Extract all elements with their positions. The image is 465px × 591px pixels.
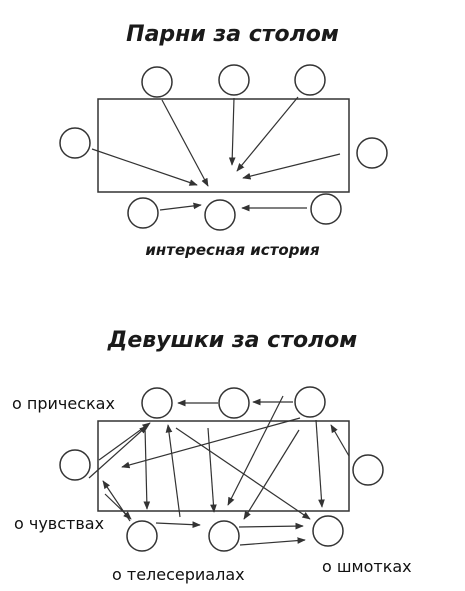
arrow-boy-top-left-to-storyteller	[161, 99, 209, 187]
table-girls	[97, 420, 350, 512]
arrow-girl-15	[104, 493, 132, 520]
title-girls-at-table: Девушки за столом	[107, 328, 358, 353]
label-clothes: о шмотках	[322, 557, 412, 576]
arrow-girl-10	[243, 429, 300, 520]
diagram-girls	[59, 386, 384, 552]
caption-interesting-story: интересная история	[145, 241, 320, 259]
person-boy-left	[59, 127, 91, 159]
person-girl-top-right	[294, 386, 326, 418]
arrow-girl-4	[227, 395, 284, 506]
arrow-girl-13	[143, 426, 151, 510]
person-boy-top-left	[141, 66, 173, 98]
arrow-girl-7	[207, 427, 217, 513]
person-girl-bottom-middle	[208, 520, 240, 552]
person-girl-top-left	[141, 387, 173, 419]
arrow-girl-11	[88, 425, 148, 479]
arrow-boy-bottom-left-to-storyteller	[159, 202, 202, 211]
arrow-girl-18	[239, 537, 306, 546]
person-girl-bottom-right	[312, 515, 344, 547]
diagram-boys	[59, 64, 388, 231]
arrow-girl-6	[330, 424, 350, 457]
person-boy-bottom-left	[127, 197, 159, 229]
title-boys-at-table: Парни за столом	[126, 22, 339, 47]
arrow-boy-right-to-storyteller	[242, 153, 341, 180]
arrow-girl-5	[315, 419, 325, 508]
arrow-girl-16	[155, 521, 201, 529]
arrow-girl-12	[98, 422, 151, 461]
person-boy-top-right	[294, 64, 326, 96]
person-girl-top-middle	[218, 387, 250, 419]
label-feelings: о чувствах	[14, 514, 105, 533]
arrow-boy-top-right-to-storyteller	[236, 96, 299, 172]
arrow-boy-left-to-storyteller	[91, 148, 198, 186]
table-boys	[97, 98, 350, 193]
arrow-girl-8	[165, 424, 181, 518]
person-boy-top-middle	[218, 64, 250, 96]
person-boy-right	[356, 137, 388, 169]
arrow-girl-3	[121, 417, 301, 469]
person-boy-storyteller	[204, 199, 236, 231]
arrow-girl-14	[102, 480, 131, 522]
arrow-girl-9	[175, 427, 311, 520]
label-hairstyles: о прическах	[12, 394, 115, 413]
person-boy-bottom-right	[310, 193, 342, 225]
label-tv-series: о телесериалах	[112, 565, 245, 584]
arrow-boy-top-middle-to-storyteller	[228, 97, 236, 166]
arrow-girl-17	[238, 522, 304, 530]
person-girl-left	[59, 449, 91, 481]
person-girl-bottom-left	[126, 520, 158, 552]
person-girl-right	[352, 454, 384, 486]
